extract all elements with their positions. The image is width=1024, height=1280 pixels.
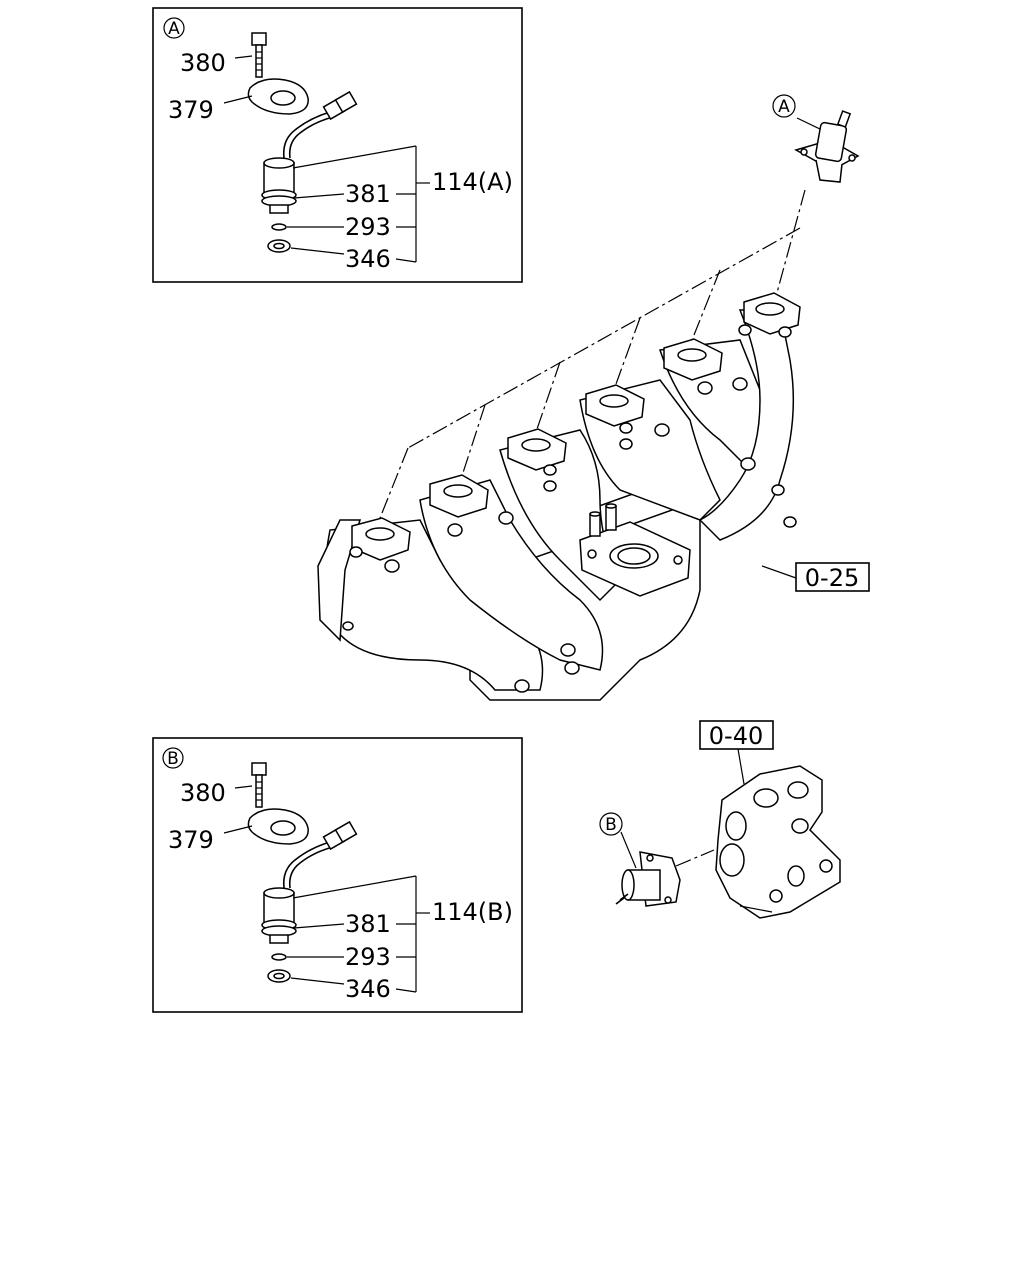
alignment-line-b [675, 849, 715, 867]
throttle-mount [579, 503, 691, 597]
oring-293 [271, 953, 287, 961]
ref-0-40: 0-40 [709, 722, 763, 750]
runner-2 [419, 479, 604, 671]
callout-b: B [605, 815, 617, 835]
port-flanges [351, 292, 801, 561]
ref-box-0-25 [795, 562, 870, 592]
detail-b-marker-circle [162, 747, 184, 769]
leader-381 [293, 923, 345, 929]
oring-293 [271, 223, 287, 231]
solenoid-a-installed: A [772, 94, 860, 183]
detail-a-marker: A [168, 19, 180, 39]
connector-wire [282, 820, 358, 889]
leader-379 [223, 95, 253, 104]
injection-pump-housing: 0-40 [699, 720, 841, 919]
label-381: 381 [345, 180, 391, 208]
callout-a: A [778, 97, 790, 117]
alignment-lines [375, 189, 806, 529]
leader-0-25 [761, 565, 797, 579]
flange-379 [247, 78, 309, 115]
ref-0-25: 0-25 [805, 564, 859, 592]
bracket-top [292, 145, 417, 169]
leader-381 [293, 193, 345, 199]
leader-0-40 [737, 748, 745, 785]
runner-6 [698, 309, 795, 541]
detail-b-frame [152, 737, 523, 1013]
label-379: 379 [168, 826, 214, 854]
detail-b-marker: B [167, 749, 179, 769]
solenoid-b-installed: B [599, 812, 715, 907]
leader-callout-a [796, 117, 823, 131]
bracket-top [292, 875, 417, 899]
leader-380 [234, 55, 253, 59]
label-114a: 114(A) [432, 168, 513, 196]
label-346: 346 [345, 975, 391, 1003]
label-114b: 114(B) [432, 898, 513, 926]
callout-b-circle [599, 812, 623, 836]
leader-346 [290, 247, 345, 255]
label-380: 380 [180, 49, 226, 77]
bolt-380 [251, 32, 267, 78]
detail-b-panel: B 380 379 [152, 737, 523, 1013]
detail-a-panel: A 380 379 [152, 7, 523, 283]
solenoid-body-381 [261, 157, 297, 214]
bolt-bosses [342, 324, 797, 693]
solenoid-body-381 [261, 887, 297, 944]
ref-box-0-40 [699, 720, 774, 750]
flange-379 [247, 808, 309, 845]
label-346: 346 [345, 245, 391, 273]
detail-a-frame [152, 7, 523, 283]
leader-379 [223, 825, 253, 834]
intake-manifold: 0-25 [317, 189, 870, 701]
connector-wire [282, 90, 358, 159]
leader-380 [234, 785, 253, 789]
leader-346 [290, 977, 345, 985]
label-381: 381 [345, 910, 391, 938]
detail-a-marker-circle [163, 17, 185, 39]
label-293: 293 [345, 213, 391, 241]
label-293: 293 [345, 943, 391, 971]
bolt-380 [251, 762, 267, 808]
leader-callout-b [620, 831, 637, 869]
label-379: 379 [168, 96, 214, 124]
label-380: 380 [180, 779, 226, 807]
callout-a-circle [772, 94, 796, 118]
